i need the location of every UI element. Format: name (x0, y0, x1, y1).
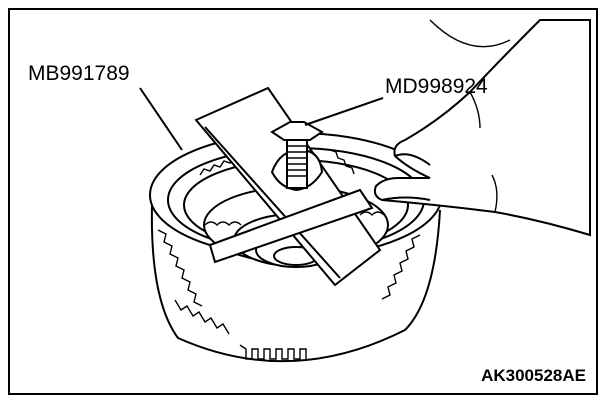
cross-bar (208, 188, 374, 264)
figure-code: AK300528AE (481, 366, 586, 385)
label-tool-mb991789: MB991789 (28, 62, 130, 85)
drum-splines (157, 149, 421, 360)
leader-lines (139, 87, 384, 151)
label-tool-md998924: MD998924 (385, 75, 488, 98)
hand (373, 19, 591, 237)
tool-bolt-md998924 (270, 121, 324, 192)
